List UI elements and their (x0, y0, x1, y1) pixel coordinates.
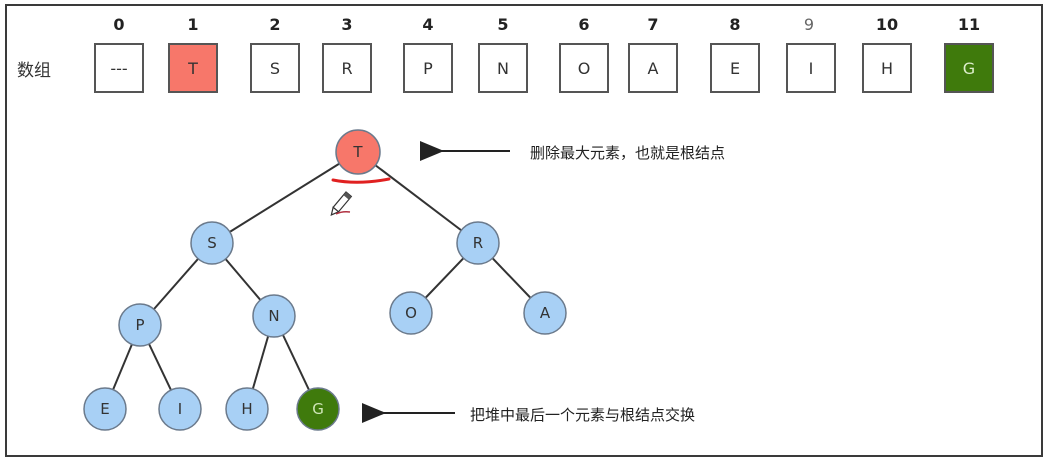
array-index-7: 7 (647, 15, 659, 34)
pencil-cursor-icon (330, 191, 353, 216)
tree-node-label-o: O (405, 304, 417, 322)
tree-node-label-a: A (540, 304, 551, 322)
tree-node-r (456, 221, 500, 265)
array-cell-7: A (628, 43, 678, 93)
array-label: 数组 (17, 61, 51, 81)
tree-node-label-e: E (100, 400, 109, 418)
array-index-4: 4 (422, 15, 434, 34)
array-index-1: 1 (187, 15, 199, 34)
array-cell-9: I (786, 43, 836, 93)
tree-node-g (296, 387, 340, 431)
tree-node-e (83, 387, 127, 431)
array-index-5: 5 (497, 15, 509, 34)
tree-edges (104, 151, 546, 410)
red-underline-mark (331, 177, 391, 184)
tree-node-a (523, 291, 567, 335)
array-cell-3: R (322, 43, 372, 93)
tree-node-s (190, 221, 234, 265)
tree-node-label-s: S (207, 234, 217, 252)
array-cell-5: N (478, 43, 528, 93)
tree-node-label-h: H (241, 400, 252, 418)
tree-node-label-t: T (352, 143, 363, 161)
array-index-0: 0 (113, 15, 125, 34)
array-index-11: 11 (957, 15, 981, 34)
array-cell-6: O (559, 43, 609, 93)
tree-node-p (118, 303, 162, 347)
tree-node-label-n: N (268, 307, 279, 325)
array-index-2: 2 (269, 15, 281, 34)
edge-t-r (357, 151, 479, 244)
array-index-6: 6 (578, 15, 590, 34)
pencil-stroke-mark (335, 211, 351, 215)
tree-node-t (335, 129, 381, 175)
array-cell-8: E (710, 43, 760, 93)
array-cell-0: --- (94, 43, 144, 93)
tree-node-label-g: G (312, 400, 324, 418)
tree-node-label-p: P (135, 316, 144, 334)
array-index-8: 8 (729, 15, 741, 34)
array-index-9: 9 (803, 15, 815, 34)
array-index-10: 10 (875, 15, 899, 34)
array-cell-1: T (168, 43, 218, 93)
edge-t-s (211, 151, 359, 244)
array-cell-2: S (250, 43, 300, 93)
tree-node-o (389, 291, 433, 335)
array-cell-10: H (862, 43, 912, 93)
tree-node-label-r: R (473, 234, 483, 252)
annotation-swap-last: 把堆中最后一个元素与根结点交换 (470, 406, 696, 424)
annotation-delete-max: 删除最大元素，也就是根结点 (530, 144, 726, 162)
tree-node-n (252, 294, 296, 338)
tree-node-i (158, 387, 202, 431)
array-index-3: 3 (341, 15, 353, 34)
tree-node-h (225, 387, 269, 431)
array-cell-4: P (403, 43, 453, 93)
array-cell-11: G (944, 43, 994, 93)
tree-node-label-i: I (178, 400, 182, 418)
